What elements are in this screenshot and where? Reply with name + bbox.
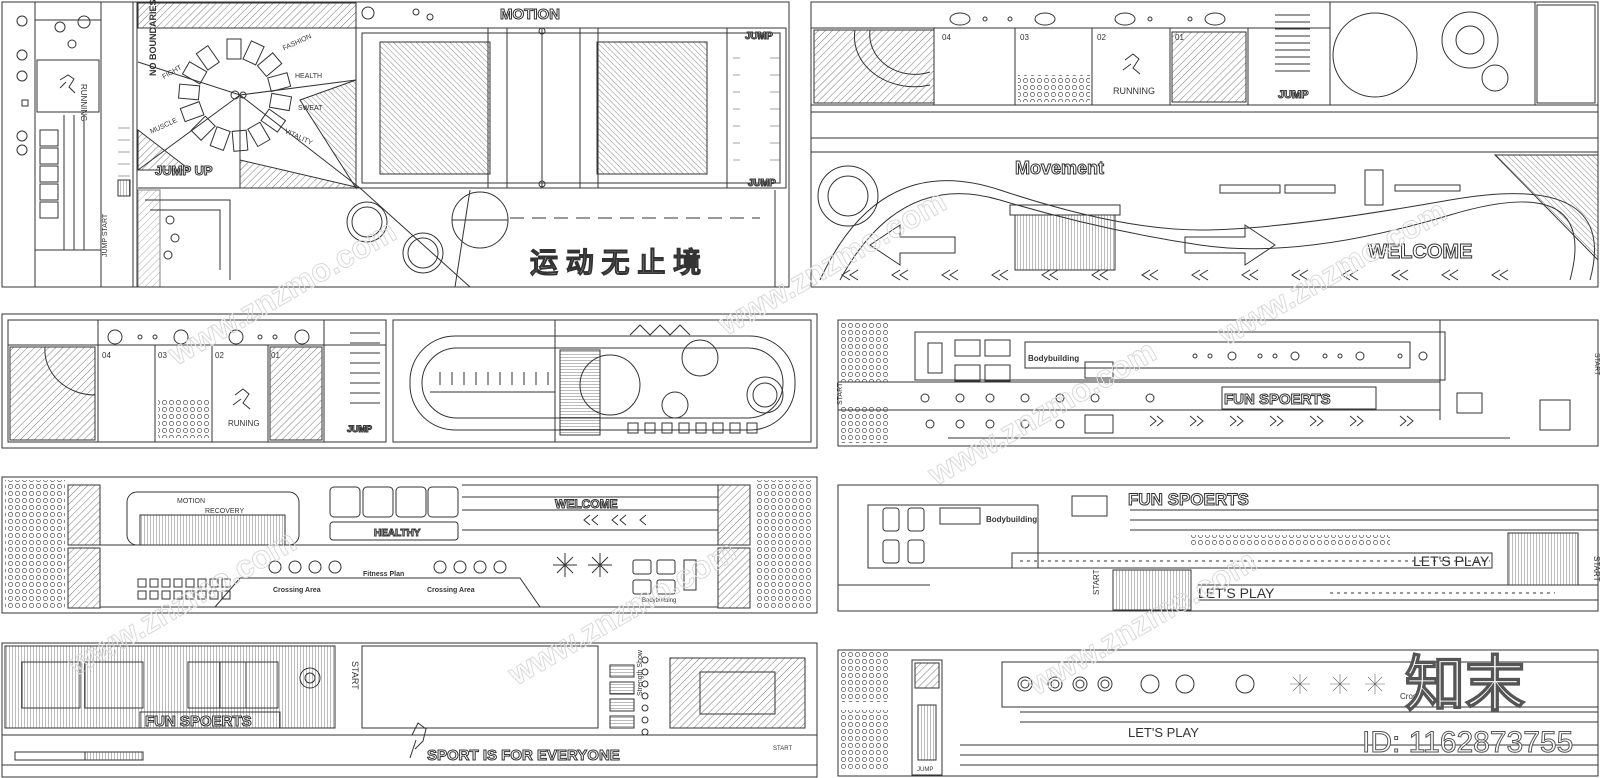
p6-welcome-label: WELCOME (555, 497, 618, 511)
p8-start-top: START (350, 661, 360, 690)
p2-stripes (1275, 14, 1310, 72)
p6-square-grid (137, 578, 231, 600)
p5-start-left: START (837, 382, 844, 405)
p3-jump-label: JUMP (347, 424, 372, 434)
sparkle-icon (553, 553, 612, 577)
p6-recovery-label: RECOVERY (205, 508, 244, 515)
pictogram-grid (1536, 4, 1596, 104)
p1-word-muscle: MUSCLE (149, 117, 179, 136)
p3-num-04: 04 (102, 351, 111, 360)
snowflake-icons (1290, 674, 1385, 694)
p1-cn-slogan: 运 动 无 止 境 (530, 247, 701, 278)
p3-num-03: 03 (158, 351, 167, 360)
p9-jump-label: JUMP (917, 767, 933, 773)
p7-start-left: START (1092, 569, 1101, 595)
p1-word-fashion: FASHION (282, 33, 313, 52)
panel-movement: 04 03 02 01 RUNNING JUMP Movement (810, 1, 1599, 288)
panel-bodybuilding: Bodybuilding FUN SPOERTS START START (837, 319, 1600, 447)
panel-motion: RUNNING NO BOUNDARIES JUMP START (1, 0, 790, 288)
panel-welcome: MOTION RECOVERY HEALTHY WELCOME Fitness … (1, 476, 818, 614)
p2-jump-label: JUMP (1278, 89, 1309, 101)
p6-bodybuilding-label: Bodybuilding (642, 598, 676, 604)
p2-num-03: 03 (1020, 33, 1029, 42)
p4-tick-row (439, 372, 549, 385)
p5-chevrons (1149, 415, 1414, 427)
p9-cross-label: Cross (1400, 692, 1421, 701)
p3-num-02: 02 (215, 351, 224, 360)
p2-welcome-title: WELCOME (1368, 241, 1472, 263)
p1-jump-up-label: JUMP UP (155, 163, 213, 178)
p7-bodybuilding-label: Bodybuilding (986, 515, 1037, 524)
p5-start-right: START (1593, 353, 1600, 376)
p7-lets-play-top: LET'S PLAY (1413, 553, 1490, 569)
p2-movement-title: Movement (1015, 158, 1104, 178)
ruler-scale (117, 127, 131, 197)
watermark-brand: 知末 (1405, 651, 1525, 718)
p7-fun-label: FUN SPOERTS (1128, 490, 1249, 509)
p1-word-sweat: SWEAT (298, 105, 323, 112)
p8-strength-label: Strength Show (637, 649, 644, 696)
p2-running-label: RUNNING (1113, 86, 1155, 96)
p1-running-label: RUNNING (79, 84, 88, 121)
panel-running: 04 03 02 01 RUNING JUMP (1, 313, 818, 449)
p2-num-02: 02 (1097, 33, 1106, 42)
chevron-row (841, 269, 1509, 281)
p6-motion-label: MOTION (177, 498, 205, 505)
p1-jump-start-label: JUMP START (102, 213, 109, 257)
p8-start-bottom: START (773, 746, 792, 752)
p1-motion-title: MOTION (500, 6, 560, 23)
p5-dot-row (920, 351, 1428, 429)
p8-fun-label: FUN SPOERTS (145, 713, 252, 730)
p1-word-health: HEALTH (295, 73, 322, 80)
p1-no-boundaries-label: NO BOUNDARIES (148, 0, 158, 76)
p2-num-04: 04 (942, 33, 951, 42)
p6-healthy-label: HEALTHY (374, 528, 421, 539)
p7-start-right: START (1592, 556, 1600, 582)
p1-word-fight: FIGHT (161, 64, 183, 81)
p6-fitness-plan: Fitness Plan (363, 571, 404, 578)
p5-bodybuilding-label: Bodybuilding (1028, 354, 1079, 363)
p3-runing-label: RUNING (228, 419, 260, 428)
watermark-id: ID: 1162873755 (1362, 726, 1573, 759)
p3-stripes (350, 332, 380, 404)
panel-lets-play-2: JUMP Cross LET'S PLAY (837, 649, 1599, 777)
p1-jump-bottom: JUMP (748, 178, 776, 189)
panel-lets-play: Bodybuilding FUN SPOERTS LET'S PLAY LET'… (837, 484, 1600, 612)
p6-crossing-right: Crossing Area (427, 587, 475, 594)
p6-crossing-left: Crossing Area (273, 587, 321, 594)
p1-jump-top: JUMP (745, 31, 773, 42)
watermark-url-6: www.znzmo.com (1021, 543, 1262, 703)
strength-circles (641, 656, 649, 736)
watermark-url-2: www.znzmo.com (711, 183, 952, 343)
p7-lets-play-bottom: LET'S PLAY (1198, 585, 1275, 601)
watermark-url-3: www.znzmo.com (1211, 193, 1452, 353)
scale-markers (733, 57, 780, 161)
panel-sport-for-everyone: FUN SPOERTS START Strength Show SPORT IS… (1, 642, 818, 778)
p8-sport-slogan: SPORT IS FOR EVERYONE (427, 747, 620, 764)
p1-word-vitality: VITALITY (283, 128, 313, 147)
p4-square-row (627, 422, 758, 434)
sunburst-graphic (177, 38, 293, 152)
p5-fun-label: FUN SPOERTS (1224, 391, 1331, 408)
p9-lets-play-label: LET'S PLAY (1128, 725, 1199, 740)
